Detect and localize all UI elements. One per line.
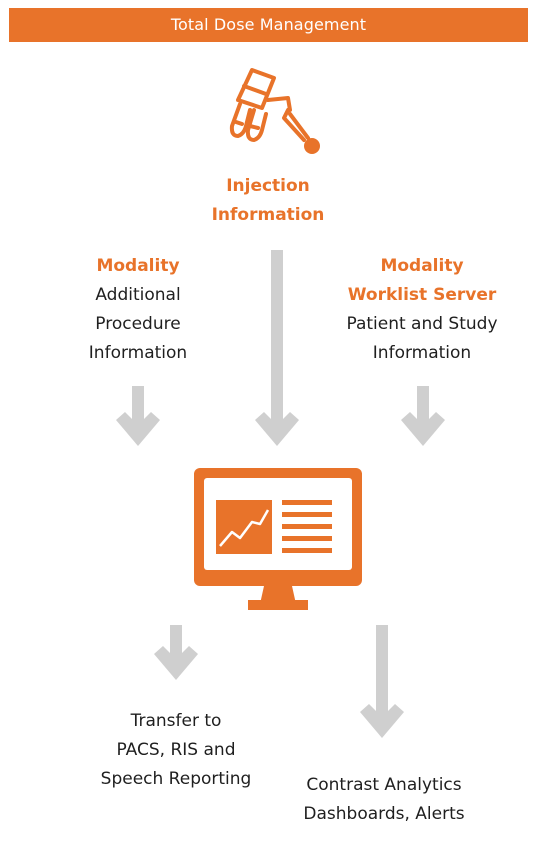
modality-desc-line3: Information [88, 343, 188, 363]
worklist-title-line2: Worklist Server [347, 285, 497, 305]
arrow-down-icon [401, 386, 445, 446]
worklist-desc-line1: Patient and Study [346, 314, 498, 334]
analytics-block: Contrast Analytics Dashboards, Alerts [284, 771, 484, 829]
arrow-down-icon [154, 625, 198, 680]
worklist-desc-line2: Information [372, 343, 472, 363]
analytics-line2: Dashboards, Alerts [303, 804, 465, 824]
arrow-down-icon [360, 625, 404, 738]
transfer-block: Transfer to PACS, RIS and Speech Reporti… [96, 707, 256, 794]
worklist-block: Modality Worklist Server Patient and Stu… [322, 252, 522, 368]
modality-desc-line2: Procedure [95, 314, 181, 334]
analytics-line1: Contrast Analytics [306, 775, 462, 795]
diagram-title-banner: Total Dose Management [9, 8, 528, 42]
injection-title: Injection Information [211, 176, 325, 225]
text-lines-icon [282, 500, 332, 553]
modality-desc-line1: Additional [95, 285, 181, 305]
diagram-title: Total Dose Management [170, 15, 367, 34]
arrow-down-icon [116, 386, 160, 446]
modality-title: Modality [96, 256, 180, 276]
injector-icon [229, 68, 320, 154]
transfer-line2: PACS, RIS and [116, 740, 236, 760]
modality-block: Modality Additional Procedure Informatio… [58, 252, 218, 368]
transfer-line1: Transfer to [130, 711, 222, 731]
chart-graphic-icon [216, 500, 272, 554]
worklist-title-line1: Modality [380, 256, 464, 276]
arrow-down-icon [255, 250, 299, 446]
monitor-icon [194, 468, 362, 610]
transfer-line3: Speech Reporting [100, 769, 252, 789]
